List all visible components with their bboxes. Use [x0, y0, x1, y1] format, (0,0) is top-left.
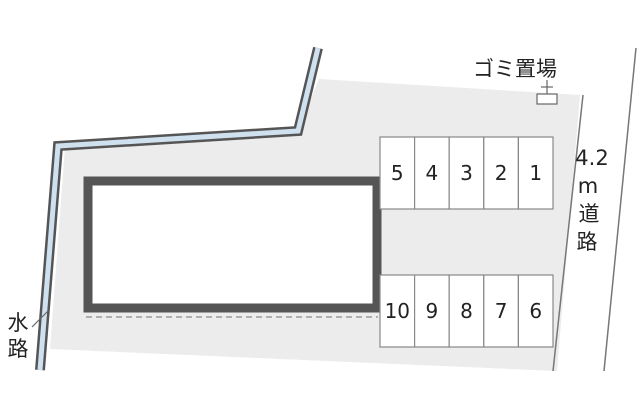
parking-stall-number-2: 2 — [495, 161, 508, 185]
road-label-width: 4.2 — [575, 146, 608, 170]
parking-stall-7 — [483, 274, 519, 348]
parking-stall-number-8: 8 — [460, 299, 473, 323]
garbage-area-label: ゴミ置場 — [473, 57, 557, 81]
parking-stall-number-5: 5 — [391, 161, 404, 185]
road-label-unit: m — [578, 174, 598, 198]
parking-stall-number-1: 1 — [529, 161, 542, 185]
road-edge-right — [603, 47, 637, 372]
parking-stall-number-9: 9 — [426, 299, 439, 323]
parking-stall-1 — [517, 136, 554, 210]
water-channel-inner — [37, 47, 321, 371]
road-label-char-1: 道 — [579, 202, 600, 226]
waterway-label-char-1: 水 — [8, 311, 29, 335]
parking-stall-8 — [448, 274, 485, 348]
parking-stall-6 — [517, 274, 554, 348]
waterway-leader-line — [31, 310, 49, 328]
parking-stall-number-7: 7 — [495, 299, 508, 323]
parking-stall-4 — [414, 136, 450, 210]
garbage-box — [536, 93, 558, 105]
parking-stall-3 — [448, 136, 485, 210]
parking-stall-number-4: 4 — [426, 161, 439, 185]
parking-stall-5 — [379, 136, 416, 210]
building — [83, 176, 382, 313]
parking-stall-number-3: 3 — [460, 161, 473, 185]
road-edge-left — [552, 94, 584, 372]
parking-stall-number-6: 6 — [529, 299, 542, 323]
waterway-label-char-2: 路 — [8, 337, 29, 361]
road-label-char-2: 路 — [577, 230, 598, 254]
parking-stall-number-10: 10 — [385, 299, 410, 323]
